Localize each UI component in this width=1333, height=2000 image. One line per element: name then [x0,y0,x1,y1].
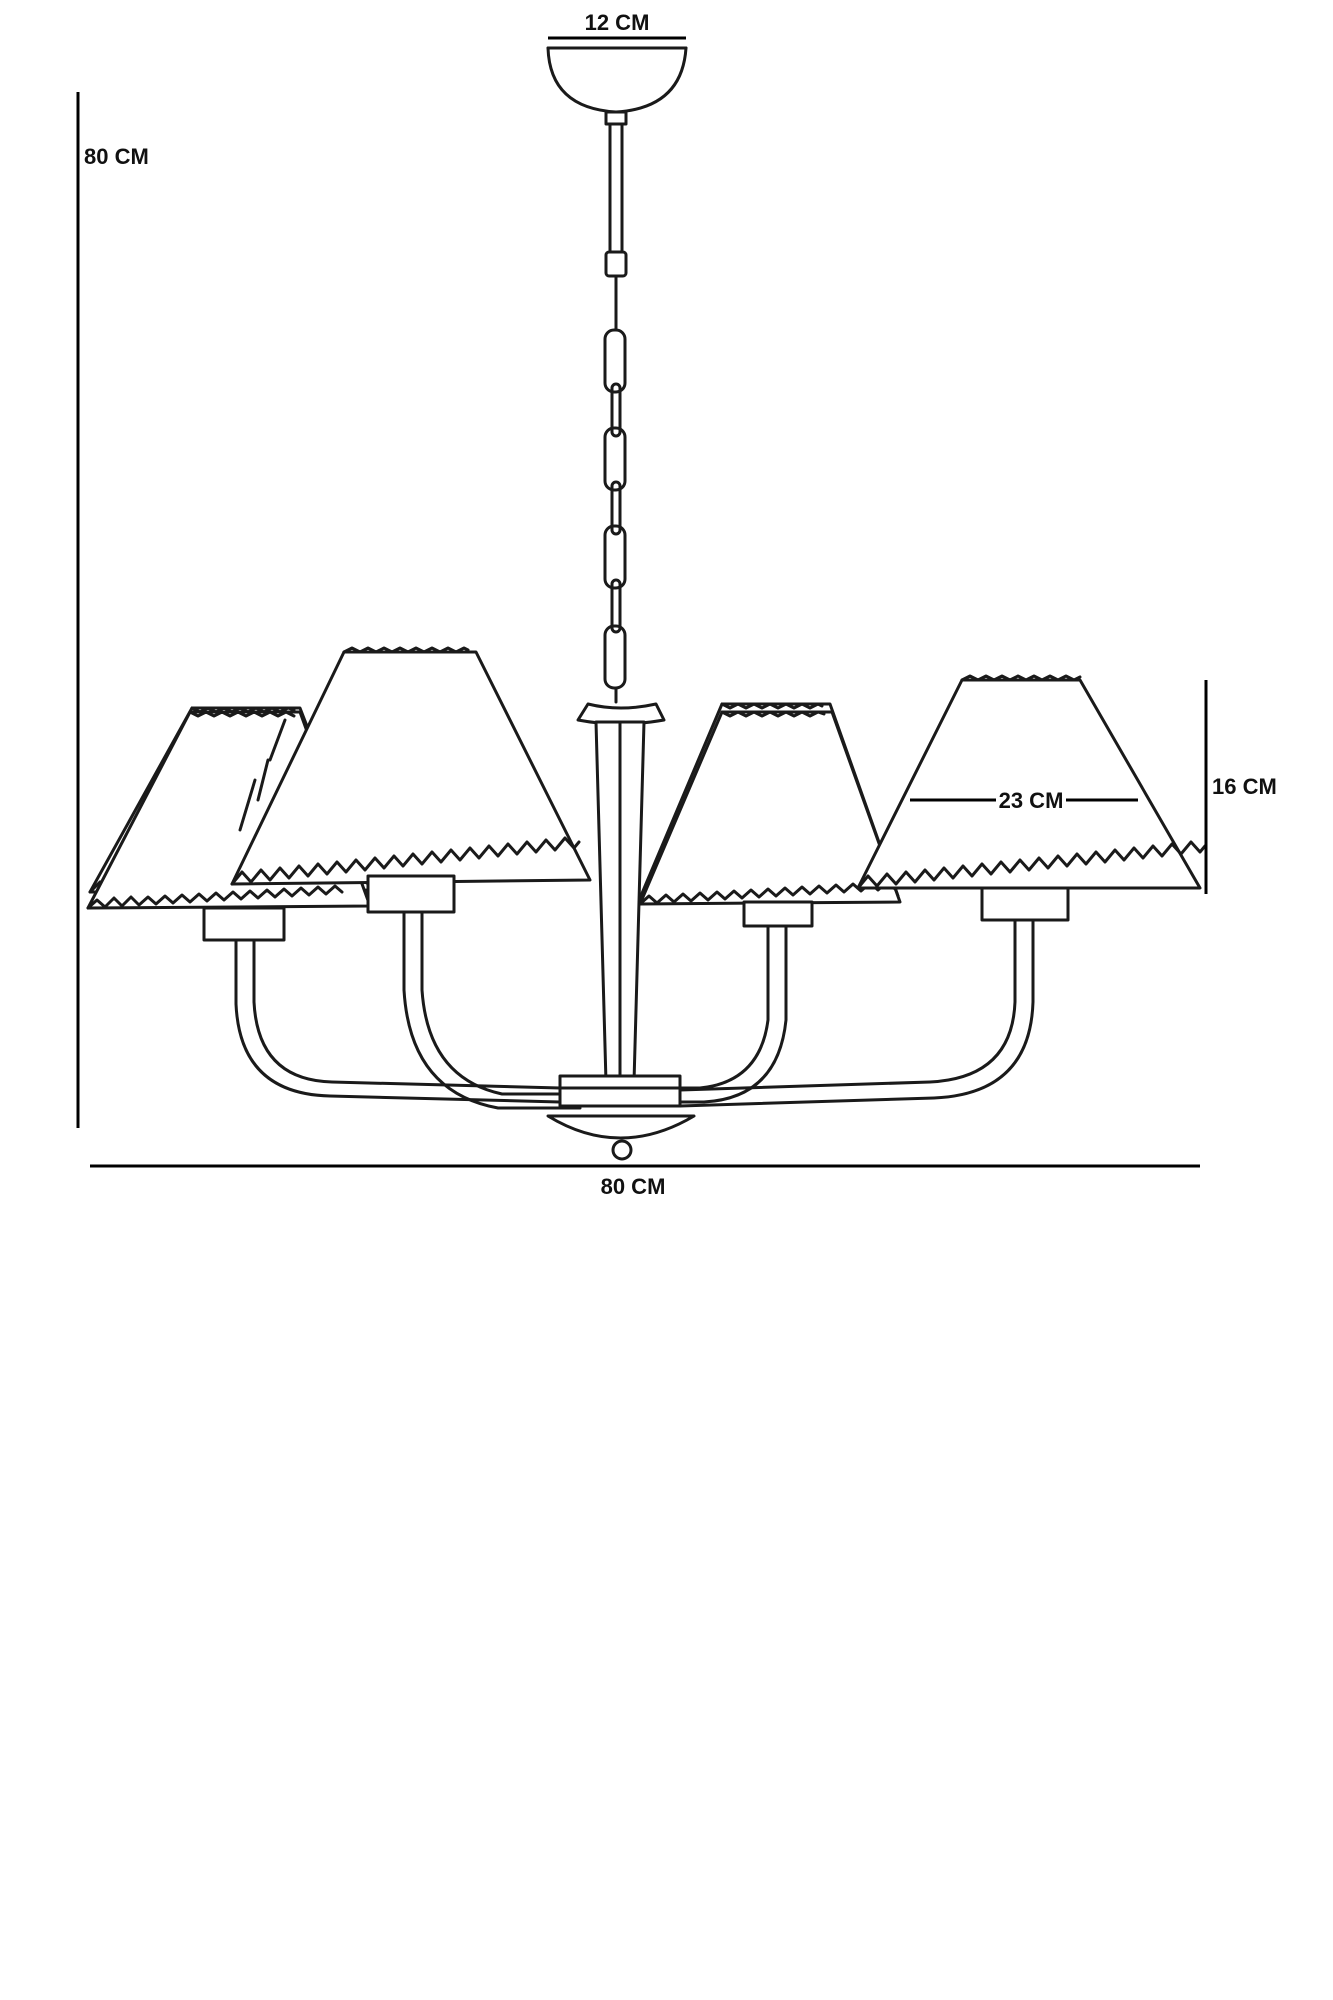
shade-height-label: 16 CM [1212,774,1277,799]
hanging-rod [604,122,628,278]
canopy-width-label: 12 CM [585,10,650,35]
lamp-shade-far-right [856,674,1207,922]
total-height-label: 80 CM [84,144,149,169]
total-width-label: 80 CM [601,1174,666,1199]
shade-width-label: 23 CM [999,788,1064,813]
lamp-shade-inner-right [638,710,902,928]
chandelier-arms [234,908,1035,1110]
hanging-chain [603,274,627,704]
ceiling-canopy [546,46,688,126]
lamp-shade-inner-left [230,646,592,914]
